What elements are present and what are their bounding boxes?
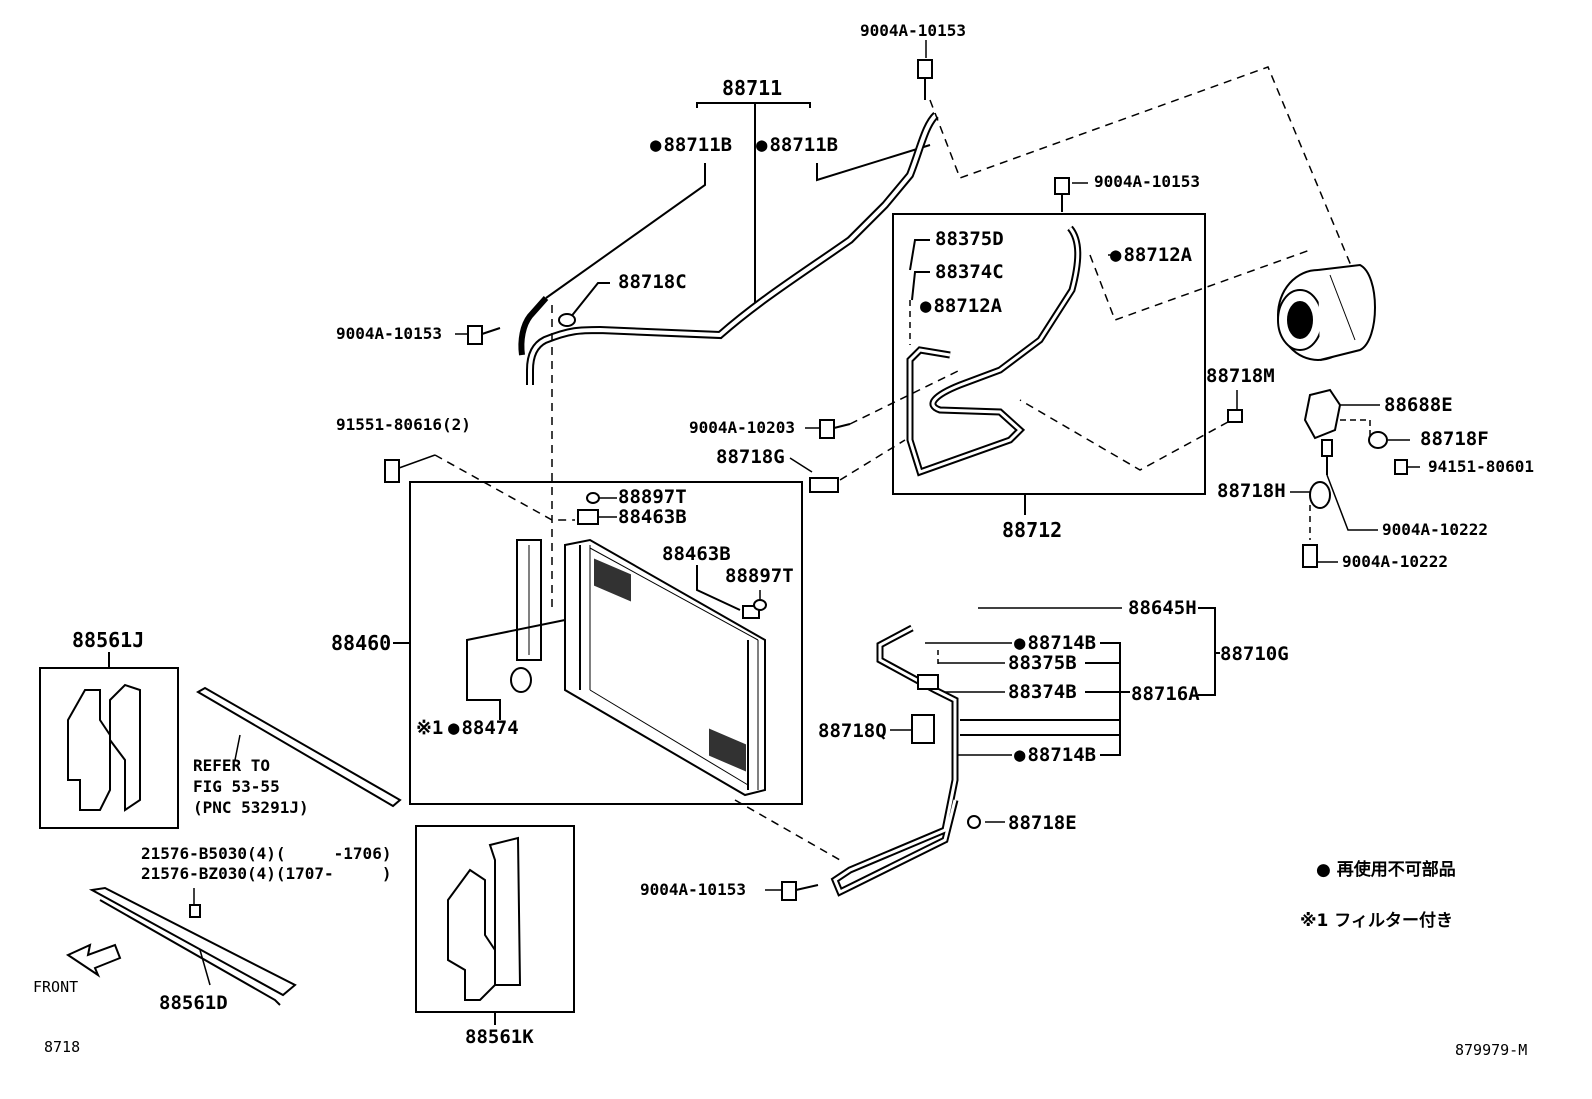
label-88716A: 88716A <box>1131 683 1200 705</box>
label-9004A-10222-a: 9004A-10222 <box>1382 520 1488 539</box>
label-88374B: 88374B <box>1008 681 1077 703</box>
leader-88711B-left <box>545 163 706 299</box>
label-88712A-inner: 88712A <box>920 297 1002 316</box>
label-front: FRONT <box>33 978 79 996</box>
figure-number: 8718 <box>44 1038 81 1056</box>
legend-dot-icon: ● <box>1316 860 1337 880</box>
label-88474: 88474 <box>448 719 518 738</box>
label-88718Q: 88718Q <box>818 720 887 742</box>
label-88712A-top: 88712A <box>1110 246 1192 265</box>
legend-dot-note: ● 再使用不可部品 <box>1316 862 1456 879</box>
label-88463B-right: 88463B <box>662 543 731 565</box>
label-mark-1: ※1 <box>416 717 444 739</box>
label-9004A-10153-top: 9004A-10153 <box>860 21 966 40</box>
label-88375D: 88375D <box>935 228 1004 250</box>
label-9004A-10153-left: 9004A-10153 <box>336 324 442 343</box>
front-arrow <box>65 943 122 978</box>
label-88718M: 88718M <box>1206 365 1275 387</box>
label-88561K: 88561K <box>465 1026 534 1048</box>
label-refer-line3: (PNC 53291J) <box>193 798 309 817</box>
label-88375B: 88375B <box>1008 652 1077 674</box>
label-88718H: 88718H <box>1217 480 1286 502</box>
label-88718G: 88718G <box>716 446 785 468</box>
label-94151-80601: 94151-80601 <box>1428 457 1534 476</box>
legend-dot-text: 再使用不可部品 <box>1336 860 1456 880</box>
label-88711B-right: 88711B <box>756 136 838 155</box>
label-9004A-10222-b: 9004A-10222 <box>1342 552 1448 571</box>
label-88645H: 88645H <box>1128 597 1197 619</box>
label-88460: 88460 <box>331 631 392 655</box>
label-88710G: 88710G <box>1220 643 1289 665</box>
compressor-drawing <box>1277 263 1376 361</box>
label-refer-line2: FIG 53-55 <box>193 777 280 796</box>
drawing-number: 879979-M <box>1455 1041 1528 1059</box>
label-88688E: 88688E <box>1384 394 1453 416</box>
label-88714B-top: 88714B <box>1014 634 1096 653</box>
label-refer-line1: REFER TO <box>193 756 271 775</box>
leader-88711-bracket <box>696 102 811 108</box>
label-88561D: 88561D <box>159 992 228 1014</box>
label-88711: 88711 <box>722 76 783 100</box>
label-9004A-10203: 9004A-10203 <box>689 418 795 437</box>
label-9004A-10153-bottom: 9004A-10153 <box>640 880 746 899</box>
label-88374C: 88374C <box>935 261 1004 283</box>
label-21576-BZ030: 21576-BZ030(4)(1707- ) <box>141 864 392 883</box>
label-88711B-left: 88711B <box>650 136 732 155</box>
label-88463B-top: 88463B <box>618 506 687 528</box>
label-91551-80616: 91551-80616(2) <box>336 415 471 434</box>
box-88712 <box>892 213 1206 495</box>
label-88561J: 88561J <box>72 628 145 652</box>
label-88714B-bottom: 88714B <box>1014 746 1096 765</box>
label-88718C: 88718C <box>618 271 687 293</box>
label-88712: 88712 <box>1002 518 1063 542</box>
label-9004A-10153-mid: 9004A-10153 <box>1094 172 1200 191</box>
pipe-88711-inner <box>528 113 938 385</box>
leader-88711B-right <box>816 144 931 182</box>
label-88897T-right: 88897T <box>725 565 794 587</box>
legend-mark-prefix: ※1 <box>1300 911 1329 931</box>
legend-mark-text: フィルター付き <box>1334 911 1453 931</box>
condenser-core <box>564 538 766 797</box>
legend-mark-note: ※1 フィルター付き <box>1300 913 1453 930</box>
label-88897T-top: 88897T <box>618 486 687 508</box>
pipe-88711-outer <box>526 112 939 385</box>
label-88718E: 88718E <box>1008 812 1077 834</box>
label-21576-B5030: 21576-B5030(4)( -1706) <box>141 844 392 863</box>
dashed-to-compressor <box>929 66 1353 269</box>
label-88718F: 88718F <box>1420 428 1489 450</box>
